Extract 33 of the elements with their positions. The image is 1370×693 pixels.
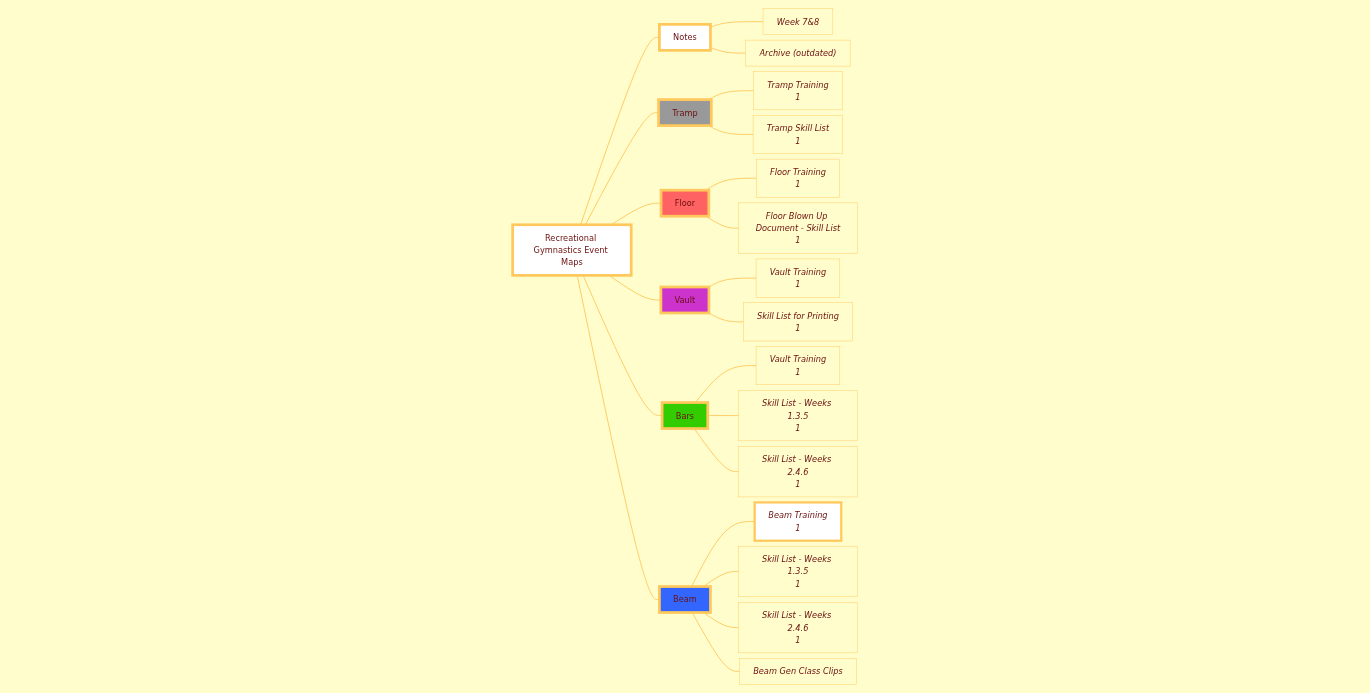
node-box: Skill List - Weeks 2.4.6 1 — [738, 446, 858, 498]
node-box: Skill List for Printing 1 — [743, 302, 853, 342]
connector — [708, 125, 754, 135]
connector — [708, 312, 744, 323]
node-box: Week 7&8 — [762, 8, 834, 35]
connector — [707, 415, 740, 417]
connector — [703, 612, 740, 629]
node-box: Skill List - Weeks 1.3.5 1 — [738, 390, 858, 442]
node-box: Archive (outdated) — [745, 39, 851, 67]
node-box: Vault — [659, 285, 711, 315]
connector — [703, 571, 740, 587]
node-box: Vault Training 1 — [755, 258, 841, 298]
node-box: Recreational Gymnastics Event Maps — [511, 223, 633, 277]
node-box: Bars — [660, 401, 710, 430]
node-box: Tramp — [657, 98, 713, 127]
node-box: Tramp Training 1 — [753, 71, 843, 111]
node-box: Vault Training 1 — [755, 346, 841, 386]
connector — [710, 21, 764, 28]
connector — [710, 46, 747, 54]
node-box: Beam — [658, 585, 712, 614]
node-box: Floor — [659, 188, 711, 218]
node-box: Floor Training 1 — [756, 158, 840, 198]
connector — [691, 612, 741, 672]
node-box: Floor Blown Up Document - Skill List 1 — [738, 202, 858, 254]
node-box: Notes — [658, 23, 712, 52]
connector — [693, 428, 740, 473]
node-box: Skill List - Weeks 2.4.6 1 — [738, 602, 858, 654]
connector — [708, 90, 754, 101]
node-box: Skill List - Weeks 1.3.5 1 — [738, 545, 858, 598]
node-box: Beam Gen Class Clips — [739, 658, 857, 685]
node-box: Beam Training 1 — [753, 501, 843, 542]
connector — [708, 277, 757, 288]
node-box: Tramp Skill List 1 — [752, 115, 844, 154]
